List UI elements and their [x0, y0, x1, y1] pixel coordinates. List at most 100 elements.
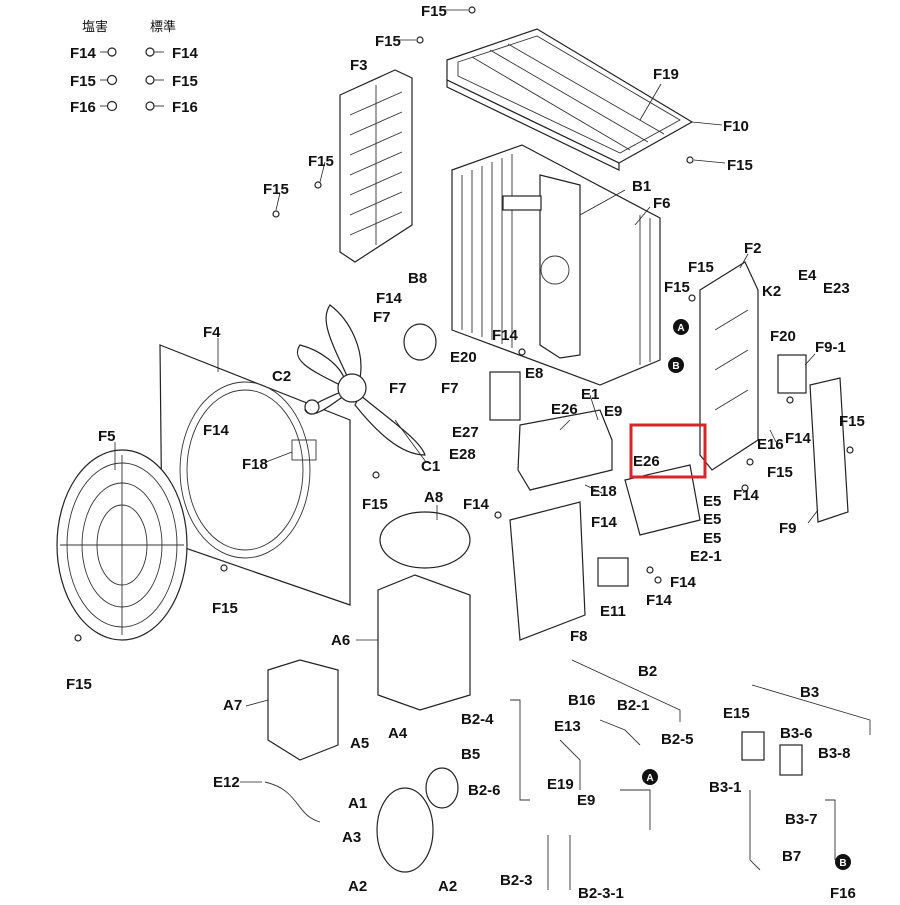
label-e20: E20: [450, 349, 477, 366]
compressor: [376, 767, 459, 873]
label-f14: F14: [670, 574, 697, 591]
label-c2: C2: [272, 368, 291, 385]
wire-harness: [264, 781, 321, 823]
label-b2-3-1: B2-3-1: [578, 885, 624, 900]
label-f7: F7: [389, 380, 407, 397]
legend-row3-left: F16: [70, 99, 96, 116]
label-f20: F20: [770, 328, 796, 345]
label-f10: F10: [723, 118, 749, 135]
label-f9: F9: [779, 520, 797, 537]
callout-a: A: [673, 319, 689, 335]
label-f2: F2: [744, 240, 762, 257]
label-a2: A2: [438, 878, 457, 895]
fan-motor: [403, 323, 437, 361]
piping-b2: [510, 699, 651, 890]
label-e5: E5: [703, 511, 721, 528]
svg-text:A: A: [646, 773, 653, 784]
label-f15: F15: [839, 413, 865, 430]
label-a1: A1: [348, 795, 367, 812]
label-b2-5: B2-5: [661, 731, 694, 748]
label-e26: E26: [551, 401, 578, 418]
label-e23: E23: [823, 280, 850, 297]
highlight-box: [629, 423, 707, 479]
label-f14: F14: [591, 514, 618, 531]
label-e8: E8: [525, 365, 543, 382]
label-f14: F14: [646, 592, 673, 609]
part-labels: F15 F15 F3 F19 F10 F15 F15 F15 B1 F6 F2 …: [66, 3, 865, 902]
label-f14: F14: [463, 496, 490, 513]
side-panel: [699, 261, 759, 471]
label-f15: F15: [308, 153, 334, 170]
label-b2-1: B2-1: [617, 697, 650, 714]
svg-text:B: B: [672, 361, 679, 372]
legend-row2-right: F15: [172, 73, 198, 90]
label-f3: F3: [350, 57, 368, 74]
legend-row1-left: F14: [70, 45, 97, 62]
reactor: [597, 557, 629, 587]
screw-icon: [100, 100, 118, 112]
propeller-fan: [296, 304, 426, 456]
label-e28: E28: [449, 446, 476, 463]
label-f15: F15: [212, 600, 238, 617]
electrical-cover: [509, 501, 586, 641]
label-f5: F5: [98, 428, 116, 445]
label-e11: E11: [600, 603, 626, 620]
svg-text:A: A: [677, 323, 684, 334]
service-cover: [809, 377, 849, 523]
label-b2: B2: [638, 663, 657, 680]
label-b3: B3: [800, 684, 819, 701]
label-e1: E1: [581, 386, 599, 403]
sound-insulation: [267, 659, 339, 761]
svg-text:B: B: [839, 858, 846, 869]
label-e9: E9: [577, 792, 595, 809]
label-b2-6: B2-6: [468, 782, 501, 799]
label-f15: F15: [375, 33, 401, 50]
piping-b3: [741, 731, 836, 871]
label-a2: A2: [348, 878, 367, 895]
fan-motor-bracket: [502, 174, 581, 359]
label-e19: E19: [547, 776, 574, 793]
label-a3: A3: [342, 829, 361, 846]
label-e26-hl: E26: [633, 453, 660, 470]
label-f15: F15: [767, 464, 793, 481]
label-b8: B8: [408, 270, 427, 287]
callout-b: B: [668, 357, 684, 373]
label-a8: A8: [424, 489, 443, 506]
valve-cover: [777, 354, 807, 394]
legend-row1-right: F14: [172, 45, 199, 62]
label-f16: F16: [830, 885, 856, 900]
label-e12: E12: [213, 774, 240, 791]
label-b2-4: B2-4: [461, 711, 494, 728]
label-f18: F18: [242, 456, 268, 473]
label-f7: F7: [441, 380, 459, 397]
fan-nut: [304, 399, 320, 415]
legend-row2-left: F15: [70, 73, 96, 90]
label-f19: F19: [653, 66, 679, 83]
label-e16: E16: [757, 436, 784, 453]
screw-icon: [100, 74, 118, 86]
label-e4: E4: [798, 267, 817, 284]
label-f7: F7: [373, 309, 391, 326]
label-f15: F15: [727, 157, 753, 174]
label-f14: F14: [492, 327, 519, 344]
label-f15: F15: [688, 259, 714, 276]
rear-grille: [339, 69, 413, 263]
label-a6: A6: [331, 632, 350, 649]
leader-lines: [114, 9, 819, 783]
label-f15: F15: [66, 676, 92, 693]
label-b16: B16: [568, 692, 596, 709]
legend-screw-icons: [100, 47, 164, 112]
front-panel: [159, 344, 351, 606]
label-b3-8: B3-8: [818, 745, 851, 762]
label-e27: E27: [452, 424, 479, 441]
label-f6: F6: [653, 195, 671, 212]
label-e15: E15: [723, 705, 750, 722]
label-k2: K2: [762, 283, 781, 300]
label-e9: E9: [604, 403, 622, 420]
partition-plate: [377, 574, 471, 711]
control-box: [517, 409, 613, 491]
label-e5: E5: [703, 493, 721, 510]
label-f14: F14: [785, 430, 812, 447]
legend-row3-right: F16: [172, 99, 198, 116]
